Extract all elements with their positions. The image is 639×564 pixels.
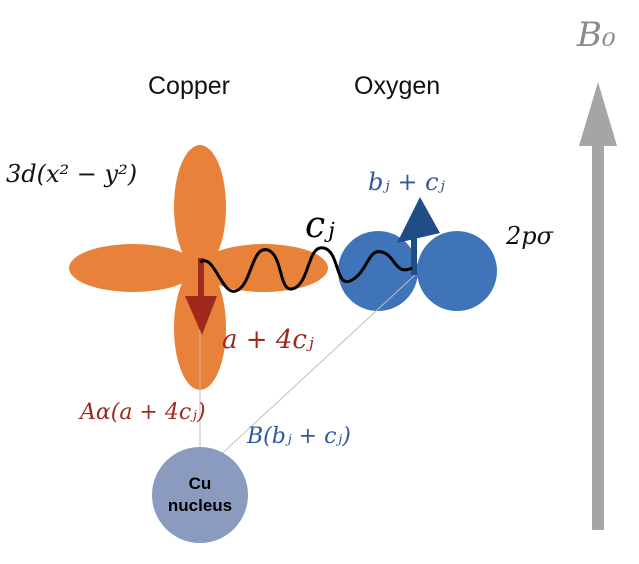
oxygen-lobe-right <box>417 231 497 311</box>
oxygen-nucleus-line <box>214 274 416 461</box>
spin-oxygen-label: bⱼ + cⱼ <box>368 168 445 196</box>
nucleus-label-line1: Cu <box>188 474 212 493</box>
transfer-label: cⱼ <box>305 205 335 246</box>
copper-label: Copper <box>148 72 230 100</box>
orbital-d-label: 3d(x² − y²) <box>6 160 138 188</box>
copper-spin-arrow <box>185 258 217 335</box>
nucleus-label-line2: nucleus <box>167 496 233 515</box>
hyperfine-b-label: B(bⱼ + cⱼ) <box>247 424 351 449</box>
transfer-wavy-line <box>199 246 413 293</box>
orbital-p-label: 2pσ <box>506 222 554 250</box>
copper-lobe-right <box>200 244 328 292</box>
cu-nucleus <box>152 447 248 543</box>
nucleus-label: Cu nucleus <box>152 447 248 543</box>
oxygen-spin-arrow <box>397 197 440 275</box>
copper-lobe-top <box>174 145 226 269</box>
oxygen-label: Oxygen <box>354 72 441 100</box>
spin-copper-label: a + 4cⱼ <box>222 325 314 355</box>
field-arrow <box>579 82 617 530</box>
field-label: B₀ <box>577 15 616 55</box>
hyperfine-a-label: Aα(a + 4cⱼ) <box>80 400 206 425</box>
copper-lobe-left <box>69 244 197 292</box>
